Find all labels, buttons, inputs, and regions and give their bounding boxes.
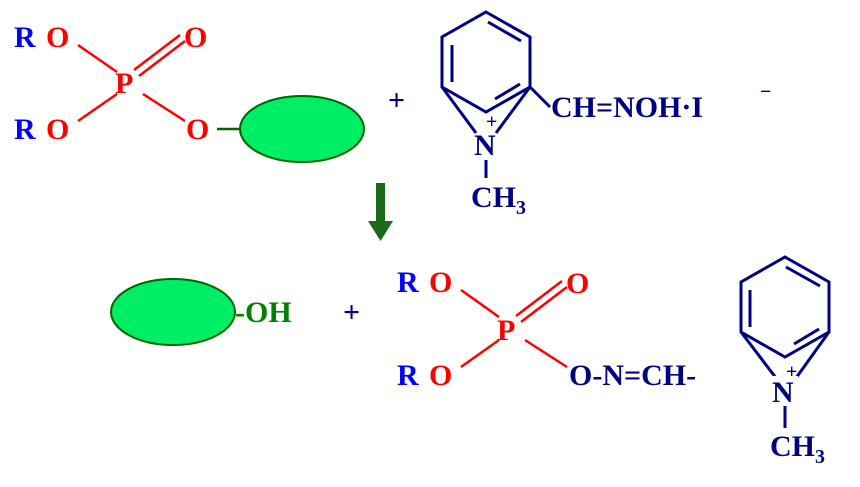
- down-arrow-icon: [368, 183, 393, 241]
- product-phosphorus: P: [497, 314, 515, 347]
- reactant-o-bottom: O: [46, 113, 69, 146]
- product-charge: +: [786, 361, 797, 383]
- product-phosphorylated-oxime: R O R O P O O-N=CH- N + CH3: [397, 255, 831, 468]
- enzyme-ellipse: [239, 95, 365, 163]
- bond-p-o-double-1: [133, 34, 181, 71]
- product-enzyme-ellipse: [110, 278, 236, 346]
- ring-double-bond-top: [487, 20, 522, 43]
- pyridine-ring: [440, 10, 532, 114]
- bond-o-p-bottom: [77, 92, 118, 123]
- product-r-bottom: R: [397, 359, 419, 392]
- bond-p-o-double-2: [138, 40, 186, 77]
- reactant-phosphorus: P: [115, 67, 133, 100]
- reactant-r-bottom: R: [14, 113, 36, 146]
- bond-p-o-ester: [142, 92, 186, 123]
- product-linker: O-N=CH-: [569, 359, 696, 392]
- product-r-top: R: [397, 266, 419, 299]
- product-free-enzyme: -OH: [110, 278, 292, 346]
- pralidoxime-oxime-group: CH=NOH·I: [551, 91, 703, 124]
- plus-sign-bottom: +: [343, 296, 360, 329]
- product-o-top: O: [429, 266, 452, 299]
- reactant-r-top: R: [14, 21, 36, 54]
- product-pyridine-ring: [739, 255, 831, 359]
- product-nitrogen: N: [772, 376, 794, 409]
- pralidoxime-methyl: CH3: [471, 181, 526, 219]
- product-oxo-oxygen: O: [566, 267, 589, 300]
- bond-o-p-top: [77, 43, 118, 74]
- plus-sign-top: +: [388, 84, 405, 117]
- pralidoxime: N + CH3 CH=NOH·I −: [440, 10, 771, 219]
- reactant-organophosphate: R O R O P O O: [14, 21, 365, 163]
- iodide-charge: −: [760, 81, 771, 103]
- pralidoxime-charge: +: [486, 111, 497, 133]
- product-o-bottom: O: [429, 359, 452, 392]
- ring-double-bond-right: [494, 82, 521, 101]
- bond-ring-ch: [528, 85, 552, 109]
- pralidoxime-nitrogen: N: [474, 129, 496, 162]
- reactant-ester-oxygen: O: [186, 113, 209, 146]
- reactant-o-top: O: [46, 21, 69, 54]
- product-methyl: CH3: [770, 430, 825, 468]
- reactant-oxo-oxygen: O: [184, 21, 207, 54]
- product-hydroxyl: -OH: [235, 296, 292, 329]
